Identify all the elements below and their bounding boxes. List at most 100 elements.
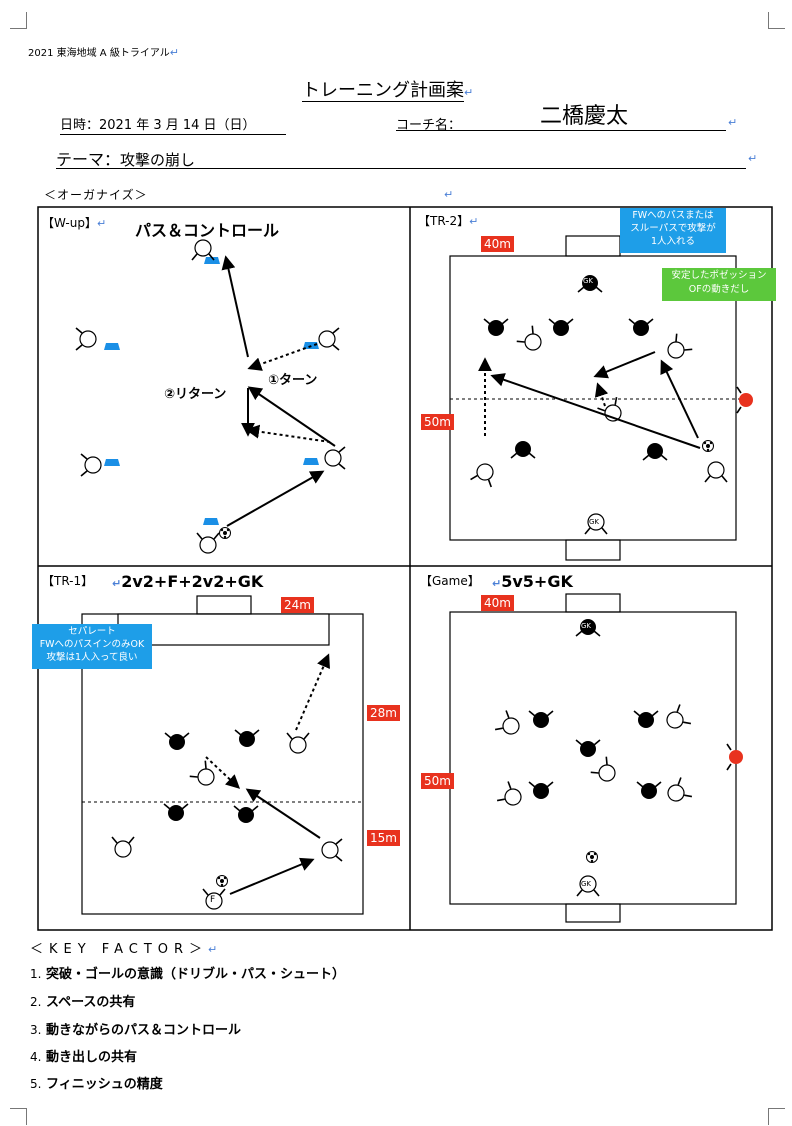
game-title: ↵5v5+GK: [492, 572, 573, 591]
tr2-gk-label-attack: GK: [589, 518, 600, 526]
tr1-diagram: [81, 595, 364, 915]
tr2-info-blue: FWへのパスまたは スルーパスで攻撃が 1人入れる: [620, 208, 726, 253]
attacker-player: [662, 776, 693, 808]
attacker-player: [191, 239, 215, 261]
return-mark: ↵: [96, 217, 107, 230]
tr2-dim-height: 50m: [421, 414, 454, 430]
tr2-info-line: FWへのパスまたは: [632, 210, 714, 221]
key-factor-text: フィニッシュの精度: [45, 1077, 163, 1092]
coach-field: コーチ名：: [396, 114, 726, 133]
attacker-player: [318, 327, 340, 351]
tr1-info-line: FWへのパスインのみOK: [39, 639, 145, 650]
key-factor-num: 3.: [30, 1023, 42, 1037]
return-mark: ↵: [464, 86, 474, 99]
return-mark: ↵: [169, 46, 179, 59]
defender-player: [510, 440, 536, 459]
return-mark: ↵: [469, 215, 479, 228]
return-mark: ↵: [112, 577, 122, 590]
defender-player: [528, 710, 554, 729]
game-diagram: [449, 593, 743, 923]
defender-player: [233, 805, 259, 824]
tr1-dim-width: 24m: [281, 597, 314, 613]
tr2-gk-label: GK: [583, 277, 594, 285]
game-dim-height: 50m: [421, 773, 454, 789]
tr1-title-text: 2v2+F+2v2+GK: [121, 572, 264, 591]
title-text: トレーニング計画案: [302, 80, 464, 102]
document-title: トレーニング計画案↵: [302, 76, 473, 102]
return-mark: ↵: [208, 943, 218, 956]
attacker-player: [469, 459, 499, 488]
return-mark: ↵: [728, 116, 738, 129]
key-factor-text: スペースの共有: [45, 995, 136, 1010]
defender-player: [234, 729, 260, 748]
attacker-player: [286, 732, 310, 754]
defender-player: [163, 803, 189, 822]
ball-icon: [216, 875, 228, 887]
tr2-info-line: スルーパスで攻撃が: [630, 223, 716, 234]
crop-mark-bottom-right: [768, 1108, 785, 1125]
crop-mark-top-left: [10, 12, 27, 29]
theme-label: テーマ：: [56, 150, 121, 169]
wup-tag: 【W-up】↵: [42, 214, 106, 231]
game-dim-width: 40m: [481, 595, 514, 611]
key-factor-heading-text: ＜KEY FACTOR＞: [30, 942, 209, 957]
neutral-player: [729, 750, 743, 764]
defender-player: [528, 781, 554, 800]
wup-label-turn: ①ターン: [268, 373, 318, 388]
defender-player: [483, 318, 509, 337]
theme-field: テーマ：攻撃の崩し: [56, 146, 746, 169]
key-factor-text: 動きながらのパス＆コントロール: [45, 1023, 241, 1038]
attacker-player: [704, 461, 728, 483]
defender-player: [642, 442, 668, 461]
attacker-player: [80, 453, 102, 477]
ball-icon: [586, 851, 598, 863]
tr1-info-blue: セパレート FWへのパスインのみOK 攻撃は1人入って良い: [32, 624, 152, 669]
attacker-player: [111, 836, 135, 858]
defender-player: [636, 781, 662, 800]
coach-label: コーチ名：: [396, 118, 462, 133]
attacker-player: [589, 755, 622, 788]
game-gk-label-attack: GK: [581, 880, 592, 888]
wup-diagram: [75, 239, 346, 554]
tr1-dim-lower: 15m: [367, 830, 400, 846]
tr1-info-line: 攻撃は1人入って良い: [46, 652, 138, 663]
cone-marker: [203, 518, 219, 525]
attacker-player: [75, 327, 97, 351]
game-tag: 【Game】: [420, 574, 480, 588]
wup-label-return: ②リターン: [164, 387, 227, 402]
key-factor-text: 突破・ゴールの意識（ドリブル・パス・シュート）: [45, 967, 345, 982]
tr1-info-line: セパレート: [68, 626, 116, 637]
defender-player: [164, 732, 190, 751]
wup-tag-text: 【W-up】: [42, 216, 97, 230]
cone-marker: [303, 458, 319, 465]
tr2-info-line: 安定したポゼッション: [671, 270, 767, 281]
crop-mark-bottom-left: [10, 1108, 27, 1125]
game-gk-label: GK: [581, 622, 592, 630]
key-factor-text: 動き出しの共有: [45, 1050, 137, 1065]
date-text: 日時：2021 年 3 月 14 日（日）: [60, 118, 256, 133]
tr1-title: ↵2v2+F+2v2+GK: [112, 572, 263, 591]
neutral-player: [739, 393, 753, 407]
defender-player: [633, 710, 659, 729]
defender-player: [575, 739, 601, 758]
key-factor-item: 5. フィニッシュの精度: [30, 1073, 163, 1092]
attacker-player: [661, 703, 692, 735]
coach-name: 二橋慶太: [540, 104, 629, 129]
attacker-player: [515, 324, 548, 357]
cone-marker: [104, 459, 120, 466]
key-factor-num: 1.: [30, 967, 42, 981]
organize-label: ＜オーガナイズ＞: [44, 188, 148, 202]
ball-icon: [219, 527, 231, 539]
key-factor-num: 4.: [30, 1050, 42, 1064]
tr2-diagram: [449, 235, 753, 561]
attacker-player: [496, 780, 527, 812]
key-factor-item: 3. 動きながらのパス＆コントロール: [30, 1019, 241, 1038]
cone-marker: [104, 343, 120, 350]
crop-mark-top-right: [768, 12, 785, 29]
return-mark: ↵: [444, 188, 454, 201]
tr2-tag-text: 【TR-2】: [418, 214, 470, 228]
key-factor-num: 5.: [30, 1077, 42, 1091]
tr1-fw-label: F: [210, 895, 216, 905]
tr2-info-line: 1人入れる: [650, 236, 696, 247]
